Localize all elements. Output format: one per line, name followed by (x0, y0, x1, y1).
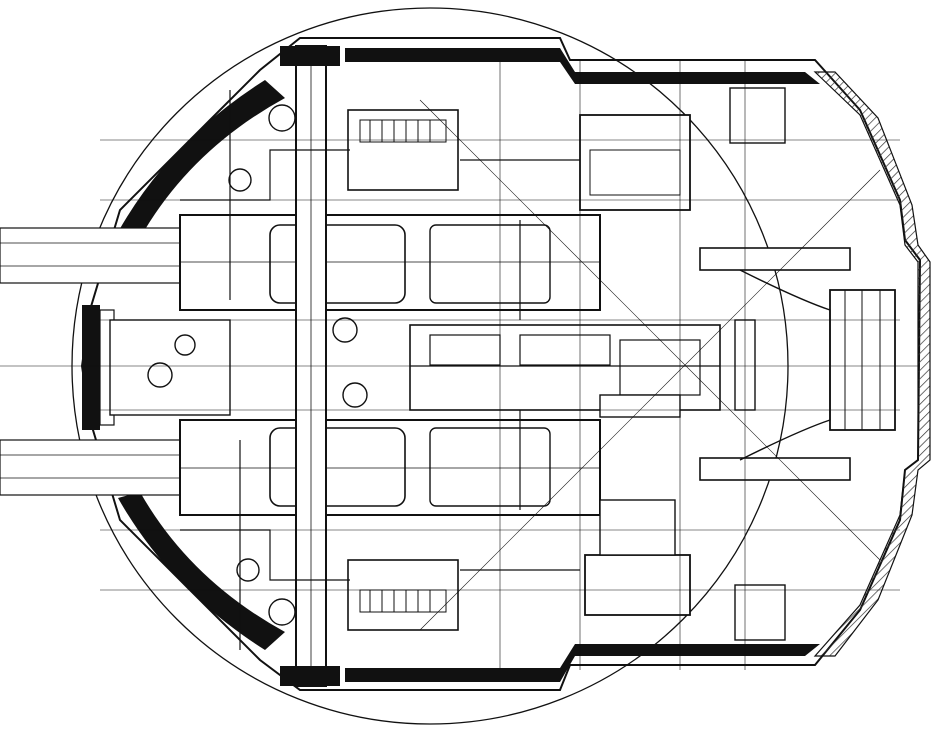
gun-barrel-left-upper (0, 227, 191, 284)
pipework (180, 90, 580, 650)
gun-barrel-left-lower (0, 439, 191, 496)
breech-machinery-left (109, 104, 368, 626)
lower-machinery (347, 499, 786, 641)
armour-right-hatched (813, 71, 931, 657)
armour-arc-upper-left (118, 80, 285, 238)
armour-band-top (345, 48, 820, 84)
gun-cradle-upper (179, 214, 601, 311)
armour-arc-lower-left (118, 492, 285, 650)
rear-assembly-right (699, 247, 896, 481)
gun-cradle-lower (179, 419, 601, 516)
upper-machinery (347, 87, 786, 211)
armour-left-centre (82, 305, 100, 430)
armour-band-bottom (345, 644, 820, 682)
central-mechanism (409, 324, 721, 418)
